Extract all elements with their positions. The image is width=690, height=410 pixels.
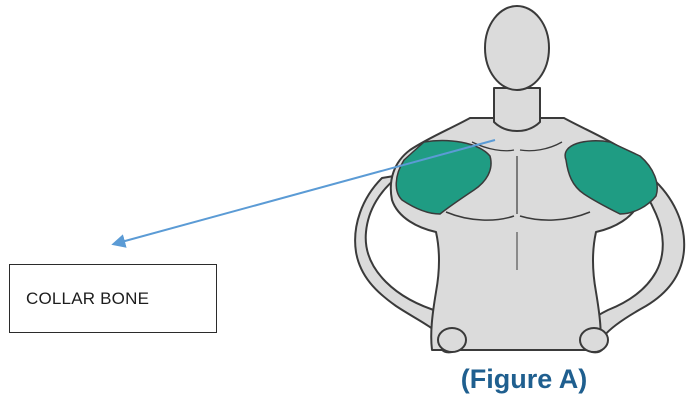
neck — [494, 88, 540, 131]
collar-bone-label-box: COLLAR BONE — [9, 264, 217, 333]
right-fist — [580, 328, 608, 352]
human-torso-illustration — [355, 6, 684, 352]
figure-caption: (Figure A) — [424, 364, 624, 395]
left-fist — [438, 328, 466, 352]
head — [485, 6, 549, 90]
collar-bone-label: COLLAR BONE — [26, 289, 149, 309]
